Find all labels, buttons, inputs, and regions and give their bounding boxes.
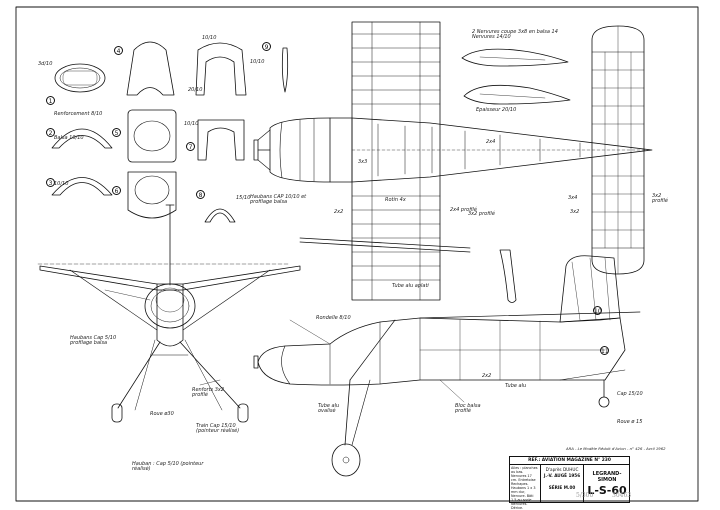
annotation: 10/10 [202, 35, 217, 41]
part-number-6: 6 [112, 186, 121, 195]
annotation: 3x2 profilé [468, 211, 495, 217]
side-wheel [331, 443, 361, 477]
part-number-3: 3 [46, 178, 55, 187]
tailplane-plan [591, 25, 645, 275]
part-number-2: 2 [46, 128, 55, 137]
former-7 [195, 42, 247, 96]
annotation: Haubans CAP 10/10 et profilage balsa [250, 194, 307, 205]
annotation: Balsa 10/10 [54, 135, 84, 141]
part-number-7: 7 [186, 142, 195, 151]
front-wheel-right [237, 403, 249, 423]
annotation: 15/10 [236, 195, 251, 201]
wing-plan [351, 21, 441, 301]
annotation: 10/10 [250, 59, 265, 65]
former-6 [127, 171, 177, 219]
designer-line: D'après DUHUC [545, 467, 579, 472]
former-5 [127, 109, 177, 163]
pencil-mark-right: 30463 [612, 492, 632, 499]
annotation: Haubans Cap 5/10 profilage balsa [70, 335, 117, 346]
tailplane-ribs [591, 69, 645, 231]
annotation: Roue ø 15 [617, 419, 643, 425]
side-view-strut-and-gear [331, 319, 610, 477]
annotation: 3x4 [568, 195, 578, 201]
former-2 [51, 128, 113, 149]
former-3 [51, 177, 113, 196]
annotation: Hauban : Cap 5/10 (pointeur réalisé) [132, 461, 204, 472]
side-view-tail-skid-detail [499, 249, 517, 303]
former-4 [126, 41, 175, 96]
rib-profile-lower [463, 84, 571, 105]
annotation: 3x3 [358, 159, 368, 165]
front-view [37, 204, 301, 423]
fuselage-top-view [253, 117, 653, 183]
annotation: Tube alu aplati [392, 283, 429, 289]
former-9 [204, 208, 236, 223]
annotation: Train Cap 15/10 (pointeur réalisé) [196, 423, 240, 434]
annotation: 3x2 [570, 209, 580, 215]
annotation: Rondelle 8/10 [316, 315, 351, 321]
sheet-border [15, 6, 699, 502]
annotation: Tube alu ovalisé [318, 403, 340, 414]
series-line: SÉRIE M.00 [548, 485, 576, 490]
annotation: Epaisseur 20/10 [476, 107, 517, 113]
annotation: Cap 15/10 [617, 391, 643, 397]
annotation: 3x2 profilé [652, 193, 668, 204]
annotation: Bloc balsa profilé [455, 403, 481, 414]
annotation: Renforts 3x2 profilé [192, 387, 225, 398]
title-block: REF.: AVIATION MAGAZINE N° 230 Ailes : p… [509, 456, 630, 510]
annotation: Renforcement 8/10 [54, 111, 103, 117]
annotation: Tube alu [505, 383, 527, 389]
annotation: 2x4 [486, 139, 496, 145]
part-number-10: 10 [593, 306, 602, 315]
part-number-1: 1 [46, 96, 55, 105]
front-wheel-left [111, 403, 123, 423]
side-view-fin [559, 255, 621, 323]
model-name: L-S-60 [587, 484, 627, 497]
date-line: J.-V. AUGÉ 1956 [543, 473, 581, 478]
part-spinner-small [281, 47, 289, 93]
annotation: 20/10 [188, 87, 203, 93]
manufacturer-name: LEGRAND-SIMON [592, 471, 622, 483]
former-8 [197, 119, 245, 161]
construction-notes: Ailes : planches au bas. Nervures 17 cm.… [510, 465, 541, 510]
tail-wheel [598, 396, 610, 408]
annotation: 2x2 [334, 209, 344, 215]
side-view-fuselage [253, 311, 641, 386]
part-number-4: 4 [114, 46, 123, 55]
pencil-mark-left: 5/300 [576, 492, 594, 499]
annotation: 2x2 [482, 373, 492, 379]
title-block-right: LEGRAND-SIMON L-S-60 [583, 465, 630, 502]
reference-line: REF.: AVIATION MAGAZINE N° 230 [510, 457, 629, 465]
part-number-8: 8 [196, 190, 205, 199]
part-number-9: 9 [262, 42, 271, 51]
annotation: 10/10 [184, 121, 199, 127]
annotation: 10/10 [54, 181, 69, 187]
annotation: Rotin 4x [385, 197, 406, 203]
title-block-middle: D'après DUHUC J.-V. AUGÉ 1956 SÉRIE M.00 [542, 465, 582, 502]
annotation: 2x4 profilé [450, 207, 477, 213]
annotation: Roue ø30 [150, 411, 174, 417]
credit-line: ARA - Le Modèle Réduit d'Avion - n° 426 … [566, 446, 666, 451]
annotation: 2 Nervures coupe 3x8 en balsa 14 Nervure… [472, 29, 558, 40]
annotation: 3d/10 [38, 61, 53, 67]
wing-ribs [351, 33, 441, 281]
part-number-5: 5 [112, 128, 121, 137]
part-number-11: 11 [600, 346, 609, 355]
wing-strut-detail [299, 237, 471, 253]
rib-profile-upper [461, 48, 569, 67]
leader-lines [104, 289, 465, 403]
former-1 [54, 63, 106, 93]
